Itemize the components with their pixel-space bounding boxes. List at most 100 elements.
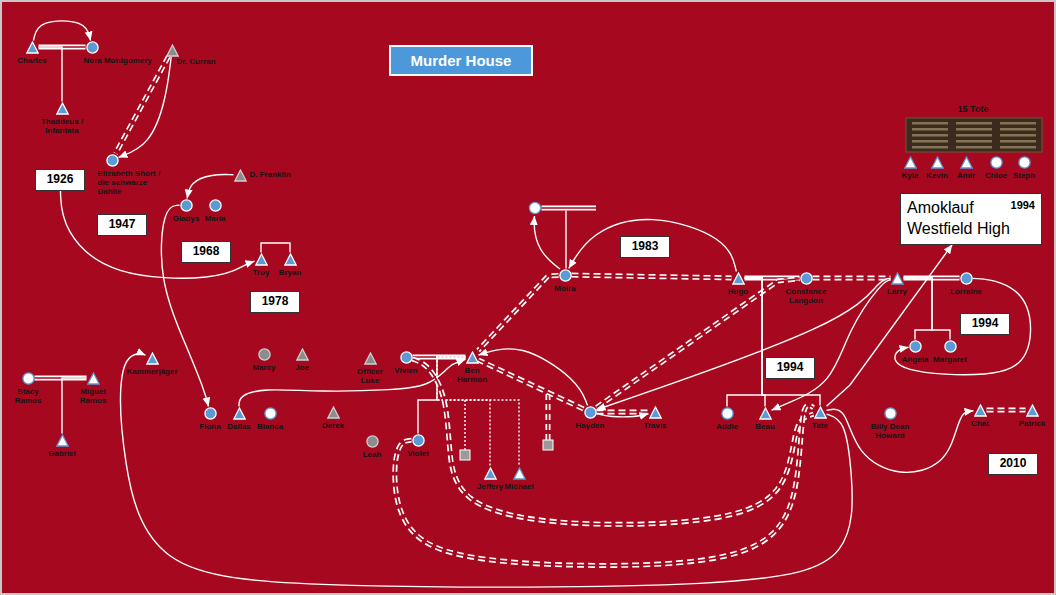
relationship-line — [597, 279, 800, 408]
female-symbol-shape — [22, 372, 33, 383]
female-symbol — [204, 407, 217, 420]
female-symbol-shape — [86, 41, 97, 52]
person-name: Jeffery — [477, 482, 503, 491]
male-symbol-shape — [814, 407, 825, 418]
person-node: Thaddeus / Infantata — [56, 102, 69, 115]
relationship-line — [813, 278, 891, 279]
female-symbol — [22, 372, 35, 385]
kill-arrow — [187, 175, 233, 199]
male-symbol-shape — [1026, 405, 1037, 416]
person-name: Joe — [295, 363, 309, 372]
descent-line — [904, 278, 933, 340]
person-node: Margaret — [944, 340, 957, 353]
female-symbol-shape — [584, 406, 595, 417]
person-node: Maria — [209, 199, 222, 212]
person-name: Lorraine — [950, 287, 982, 296]
person-node: Kevin — [931, 156, 944, 169]
female-symbol-shape — [412, 434, 423, 445]
person-node: Dr. Curran — [166, 44, 179, 57]
person-name: Miguel Ramos — [76, 387, 110, 405]
male-symbol — [904, 156, 917, 169]
person-name: Angela — [902, 355, 929, 364]
person-node: Troy — [255, 253, 268, 266]
female-symbol-shape — [960, 272, 971, 283]
person-node: Hugo — [732, 272, 745, 285]
double-line-gap — [478, 275, 558, 350]
male-symbol — [364, 352, 377, 365]
marriage-line-gap — [542, 207, 597, 209]
plaque-engraving — [1000, 146, 1036, 149]
year-box: 1994 — [960, 313, 1011, 335]
person-node: Leah — [366, 435, 379, 448]
kill-arrow — [121, 354, 853, 587]
male-symbol — [484, 467, 497, 480]
marriage-line — [542, 206, 597, 211]
double-line-gap — [116, 57, 169, 154]
year-box: 1978 — [250, 291, 301, 313]
female-symbol — [1018, 156, 1031, 169]
person-node: Charles — [26, 41, 39, 54]
connector-path — [119, 57, 172, 158]
person-name: Kammerjäger — [126, 367, 177, 376]
relationship-line — [987, 410, 1026, 411]
kill-arrow — [479, 349, 588, 406]
male-symbol-shape — [284, 254, 295, 265]
female-symbol-shape — [721, 407, 732, 418]
male-symbol — [87, 372, 100, 385]
person-name: Gabriel — [48, 449, 76, 458]
kill-arrow — [827, 245, 953, 407]
female-symbol — [258, 348, 271, 361]
plaque-engraving — [912, 140, 948, 143]
person-name: Amir — [957, 171, 975, 180]
person-node: Addie — [721, 407, 734, 420]
year-box: 1968 — [181, 241, 232, 263]
relationship-line — [546, 394, 551, 440]
memorial-plaque — [906, 118, 1042, 152]
connector-path — [62, 378, 87, 434]
person-node: Officer Luke — [364, 352, 377, 365]
descent-line — [565, 211, 566, 269]
male-symbol — [233, 407, 246, 420]
kill-arrow — [60, 191, 254, 278]
person-name: Charles — [17, 56, 46, 65]
plaque-engraving — [1000, 128, 1036, 131]
kill-arrow — [161, 205, 208, 406]
connector-path — [569, 220, 737, 272]
kill-arrow — [597, 414, 649, 417]
person-name: Patrick — [1019, 419, 1046, 428]
person-node: Nora Montgomery — [86, 41, 99, 54]
person-name: Nora Montgomery — [84, 56, 152, 65]
year-number: 1947 — [109, 217, 136, 233]
person-name: Gladys — [173, 214, 200, 223]
descent-line — [904, 278, 951, 340]
person-name: Steph — [1013, 171, 1035, 180]
female-symbol — [559, 269, 572, 282]
relationship-line — [572, 275, 732, 278]
double-line-outer — [572, 275, 732, 278]
male-symbol-shape — [960, 157, 971, 168]
person-node: Violet — [412, 434, 425, 447]
male-symbol-shape — [234, 170, 245, 181]
male-symbol — [513, 467, 526, 480]
relationship-line — [395, 405, 814, 565]
plaque-engraving — [1000, 140, 1036, 143]
person-node: Amir — [960, 156, 973, 169]
year-number: 2010 — [1000, 456, 1027, 472]
descent-line — [39, 47, 63, 102]
connector-path — [597, 414, 649, 417]
plaque-engraving — [1000, 134, 1036, 137]
double-line-gap — [479, 360, 584, 409]
male-symbol-shape — [732, 273, 743, 284]
person-node: Gabriel — [56, 434, 69, 447]
person-name: Officer Luke — [350, 367, 390, 385]
person-name: Kyle — [902, 171, 919, 180]
person-node: Chloe — [990, 156, 1003, 169]
person-node: Travis — [649, 406, 662, 419]
connector-path — [904, 278, 951, 340]
male-symbol — [931, 156, 944, 169]
unborn-symbol — [543, 440, 553, 450]
plaque-engraving — [956, 140, 992, 143]
female-symbol-shape — [209, 199, 220, 210]
relationship-line — [116, 57, 169, 154]
